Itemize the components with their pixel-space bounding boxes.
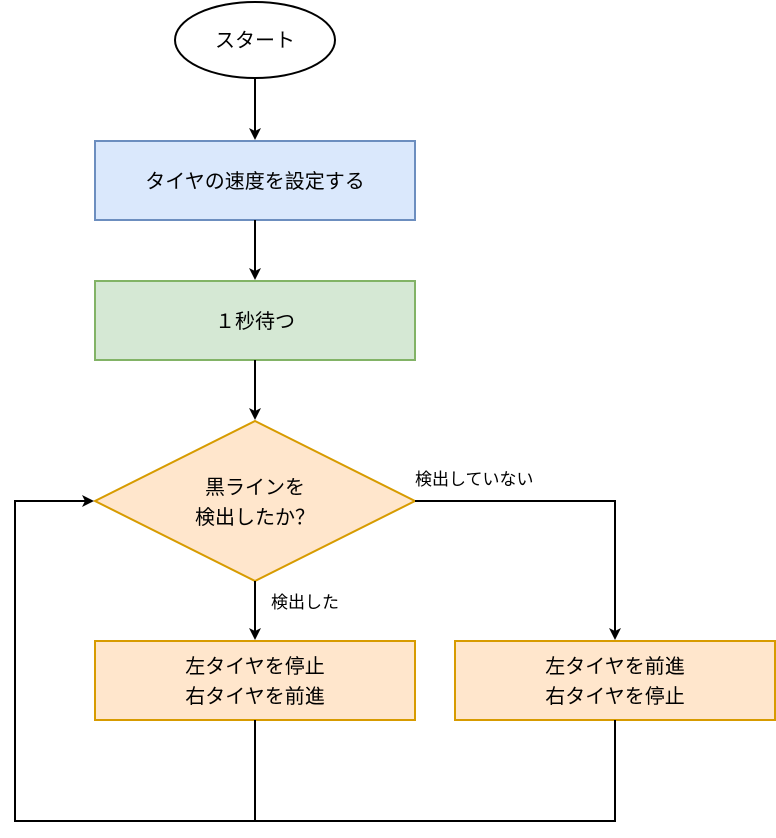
- left-forward-line2: 右タイヤを停止: [545, 684, 684, 708]
- edge-label-not-detected: 検出していない: [415, 470, 534, 490]
- left-forward-right-stop-node: 左タイヤを前進 右タイヤを停止: [454, 640, 776, 721]
- set-speed-node: タイヤの速度を設定する: [94, 140, 416, 221]
- start-node: スタート: [174, 1, 336, 79]
- edge-label-detected: 検出した: [271, 593, 339, 613]
- arrow-not-detected: [415, 500, 621, 640]
- wait-label: １秒待つ: [215, 309, 295, 333]
- start-label: スタート: [215, 28, 295, 52]
- set-speed-label: タイヤの速度を設定する: [145, 169, 364, 193]
- left-forward-line1: 左タイヤを前進: [545, 654, 684, 678]
- decision-label-line1: 黒ラインを: [205, 475, 305, 499]
- left-stop-right-forward-node: 左タイヤを停止 右タイヤを前進: [94, 640, 416, 721]
- decision-label-line2: 検出したか？: [195, 505, 315, 529]
- wait-node: １秒待つ: [94, 280, 416, 361]
- loop-line-back-to-decision: [14, 495, 616, 822]
- left-stop-line2: 右タイヤを前進: [185, 684, 324, 708]
- decision-node: 黒ラインを 検出したか？: [92, 419, 418, 583]
- left-stop-line1: 左タイヤを停止: [185, 654, 324, 678]
